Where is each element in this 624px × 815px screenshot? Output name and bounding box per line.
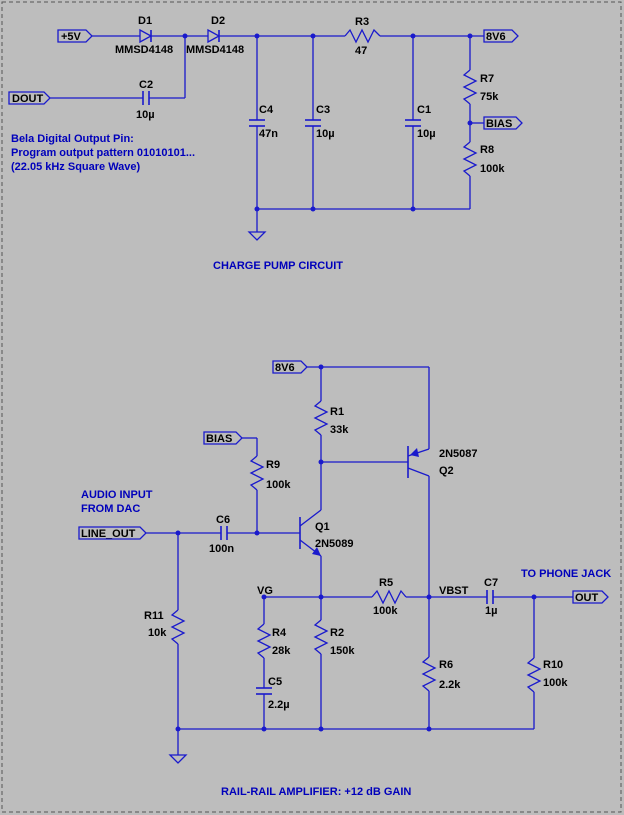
resistor-r11[interactable]: R11 10k	[144, 609, 186, 645]
c4-value: 47n	[259, 128, 278, 140]
r4-value: 28k	[272, 645, 291, 657]
r1-ref: R1	[330, 406, 344, 418]
q1-ref: Q1	[315, 521, 330, 533]
r3-ref: R3	[355, 16, 369, 28]
resistor-r5[interactable]: R5 100k	[371, 577, 407, 617]
c6-value: 100n	[209, 543, 234, 555]
r9-value: 100k	[266, 479, 291, 491]
d2-ref: D2	[211, 15, 225, 27]
r11-ref: R11	[144, 610, 164, 622]
capacitor-c1[interactable]: C1 10µ	[405, 104, 436, 140]
r7-value: 75k	[480, 91, 499, 103]
net-flag-8v6-top[interactable]: 8V6	[483, 29, 519, 43]
bela-note-line3: (22.05 kHz Square Wave)	[11, 161, 141, 173]
r11-value: 10k	[148, 627, 167, 639]
r10-value: 100k	[543, 677, 568, 689]
ground-symbol-bottom	[168, 754, 188, 764]
net-label-vg: VG	[257, 585, 273, 597]
r2-value: 150k	[330, 645, 355, 657]
c3-value: 10µ	[316, 128, 335, 140]
r5-ref: R5	[379, 577, 393, 589]
c5-ref: C5	[268, 676, 282, 688]
to-phone-jack-note: TO PHONE JACK	[521, 568, 611, 580]
resistor-r3[interactable]: R3 47	[344, 16, 381, 57]
c4-ref: C4	[259, 104, 274, 116]
audio-input-note-line1: AUDIO INPUT	[81, 489, 153, 501]
net-flag-line-out[interactable]: LINE_OUT	[78, 526, 147, 540]
r4-ref: R4	[272, 627, 287, 639]
capacitor-c2[interactable]: C2 10µ	[136, 79, 155, 121]
charge-pump-section: +5V D1 MMSD4148 D2 MMSD4148 R3 47	[8, 15, 523, 272]
net-flag-plus5v[interactable]: +5V	[57, 29, 93, 43]
c7-value: 1µ	[485, 605, 497, 617]
resistor-r1[interactable]: R1 33k	[313, 400, 349, 436]
r1-value: 33k	[330, 424, 349, 436]
capacitor-c6[interactable]: C6 100n	[209, 514, 234, 555]
net-flag-out[interactable]: OUT	[572, 590, 609, 604]
d2-value: MMSD4148	[186, 44, 244, 56]
q2-value: 2N5087	[439, 448, 478, 460]
net-flag-bias-bottom[interactable]: BIAS	[203, 431, 243, 445]
ground-symbol-top	[247, 231, 267, 241]
c5-value: 2.2µ	[268, 699, 290, 711]
net-label-out: OUT	[575, 592, 599, 604]
amplifier-title: RAIL-RAIL AMPLIFIER: +12 dB GAIN	[221, 786, 411, 798]
charge-pump-title: CHARGE PUMP CIRCUIT	[213, 260, 343, 272]
r6-value: 2.2k	[439, 679, 461, 691]
capacitor-c4[interactable]: C4 47n	[249, 104, 278, 140]
c7-ref: C7	[484, 577, 498, 589]
resistor-r4[interactable]: R4 28k	[256, 623, 291, 659]
d1-value: MMSD4148	[115, 44, 173, 56]
q1-value: 2N5089	[315, 538, 354, 550]
resistor-r10[interactable]: R10 100k	[526, 657, 568, 693]
net-label-8v6-top: 8V6	[486, 31, 506, 43]
resistor-r8[interactable]: R8 100k	[462, 141, 505, 177]
c1-ref: C1	[417, 104, 431, 116]
net-label-bias-top: BIAS	[486, 118, 512, 130]
c2-value: 10µ	[136, 109, 155, 121]
c6-ref: C6	[216, 514, 230, 526]
net-flag-8v6-bottom[interactable]: 8V6	[272, 360, 308, 374]
r10-ref: R10	[543, 659, 563, 671]
net-label-line-out: LINE_OUT	[81, 528, 136, 540]
audio-input-note-line2: FROM DAC	[81, 503, 140, 515]
c2-ref: C2	[139, 79, 153, 91]
net-label-dout: DOUT	[12, 93, 43, 105]
net-label-vbst: VBST	[439, 585, 469, 597]
bela-note-line2: Program output pattern 01010101...	[11, 147, 195, 159]
resistor-r6[interactable]: R6 2.2k	[421, 656, 461, 692]
net-label-plus5v: +5V	[61, 31, 82, 43]
r2-ref: R2	[330, 627, 344, 639]
c3-ref: C3	[316, 104, 330, 116]
diode-d2[interactable]: D2 MMSD4148	[186, 15, 244, 56]
capacitor-c3[interactable]: C3 10µ	[305, 104, 335, 140]
capacitor-c5[interactable]: C5 2.2µ	[256, 676, 290, 711]
q2-ref: Q2	[439, 465, 454, 477]
resistor-r2[interactable]: R2 150k	[313, 619, 355, 657]
net-label-bias-bottom: BIAS	[206, 433, 232, 445]
r6-ref: R6	[439, 659, 453, 671]
r8-value: 100k	[480, 163, 505, 175]
amplifier-section: 8V6 R1 33k 2N5087 Q2 BIAS	[78, 360, 611, 798]
d1-ref: D1	[138, 15, 152, 27]
r9-ref: R9	[266, 459, 280, 471]
transistor-q1[interactable]: Q1 2N5089	[299, 509, 354, 557]
net-label-8v6-bottom: 8V6	[275, 362, 295, 374]
r3-value: 47	[355, 45, 367, 57]
c1-value: 10µ	[417, 128, 436, 140]
net-flag-dout[interactable]: DOUT	[8, 91, 51, 105]
bela-note-line1: Bela Digital Output Pin:	[11, 133, 134, 145]
r8-ref: R8	[480, 144, 494, 156]
resistor-r7[interactable]: R7 75k	[462, 69, 499, 105]
net-flag-bias-top[interactable]: BIAS	[483, 116, 523, 130]
resistor-r9[interactable]: R9 100k	[249, 455, 291, 491]
transistor-q2[interactable]: 2N5087 Q2	[407, 446, 478, 478]
r7-ref: R7	[480, 73, 494, 85]
r5-value: 100k	[373, 605, 398, 617]
